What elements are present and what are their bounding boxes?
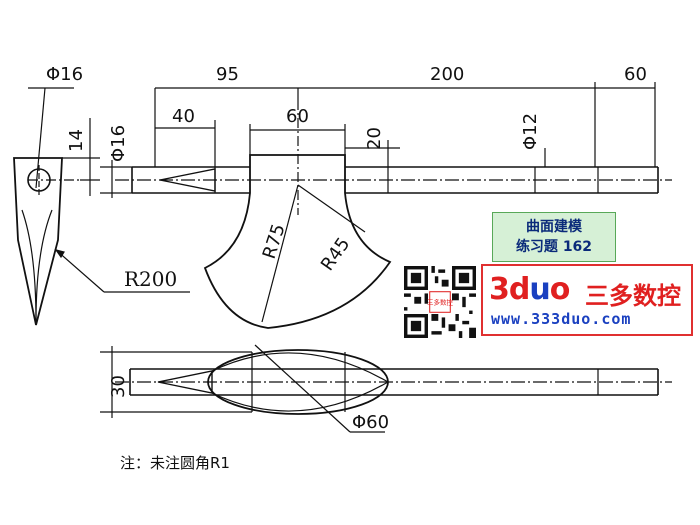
side-view-outline	[13, 157, 63, 326]
dim-14: 14	[66, 129, 87, 152]
brand-chinese-name: 三多数控	[585, 282, 681, 310]
dim-phi16-front: Φ16	[108, 125, 129, 162]
exercise-badge: 曲面建模 练习题 162	[492, 212, 616, 262]
r200-leader	[55, 249, 105, 293]
brand-wordmark: 3duo	[489, 272, 571, 307]
phi60-leader	[254, 344, 351, 433]
brand-url[interactable]: www.333duo.com	[491, 310, 632, 328]
dim-60-head: 60	[286, 106, 309, 127]
badge-line-2: 练习题 162	[516, 237, 592, 257]
brand-3: 3	[489, 272, 510, 307]
r75-leader	[261, 184, 299, 323]
badge-line-1: 曲面建模	[526, 219, 582, 235]
side-view-edge-line-2	[35, 209, 53, 323]
brand-d: d	[508, 272, 531, 307]
front-view	[100, 82, 672, 329]
r200-arrow	[54, 249, 65, 259]
dim-phi60: Φ60	[352, 412, 389, 433]
badge-line-2-prefix: 练习题	[515, 239, 563, 255]
dim-r45: R45	[317, 234, 355, 275]
side-view	[13, 87, 190, 326]
dim-phi12: Φ12	[520, 113, 541, 150]
dim-95: 95	[216, 64, 239, 85]
top-view	[100, 344, 672, 433]
dim-r75: R75	[259, 221, 290, 261]
dim-r200: R200	[124, 267, 177, 291]
axe-head-outline	[203, 154, 392, 329]
fillet-note: 注：未注圆角R1	[120, 454, 230, 472]
r45-leader	[297, 184, 366, 233]
dim-30: 30	[108, 375, 129, 398]
brand-u: u	[529, 272, 550, 307]
phi16-side-leader	[35, 87, 46, 189]
dim-phi16-side: Φ16	[46, 64, 83, 85]
badge-number: 162	[562, 239, 593, 255]
dim-40: 40	[172, 106, 195, 127]
qr-code: 三多数控	[404, 266, 476, 338]
brand-o: o	[549, 272, 571, 307]
dim-20: 20	[364, 127, 385, 150]
brand-logo: 3duo 三多数控 www.333duo.com	[481, 264, 693, 336]
dim-200: 200	[430, 64, 464, 85]
qr-center-logo: 三多数控	[427, 297, 454, 306]
dim-60-top: 60	[624, 64, 647, 85]
